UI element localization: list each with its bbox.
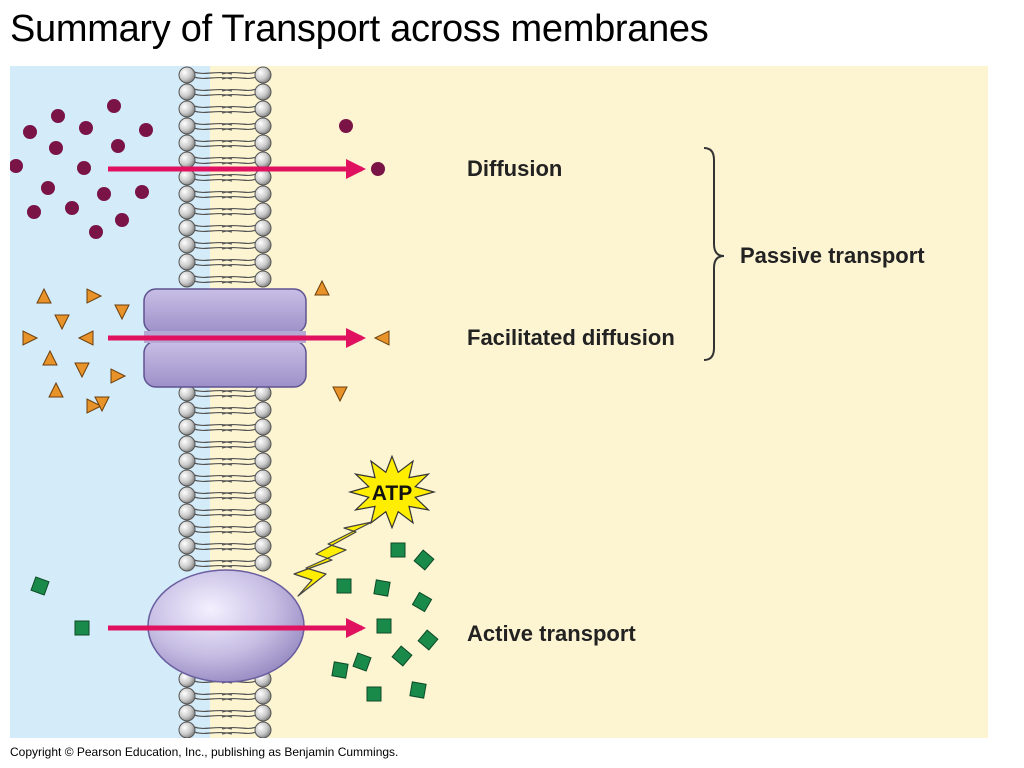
active-solutes [30, 542, 439, 702]
lipid-bilayer [178, 66, 272, 738]
solute-particle [48, 381, 64, 398]
solute-particle [115, 213, 129, 227]
solute-particle [336, 578, 352, 594]
solute-particle [411, 591, 433, 613]
solute-particle [371, 162, 385, 176]
passive-transport-label: Passive transport [740, 243, 925, 268]
solute-particle [94, 396, 110, 413]
solute-particle [65, 201, 79, 215]
solute-particle [373, 330, 390, 346]
solute-particle [114, 304, 130, 321]
solute-particle [41, 181, 55, 195]
solute-particle [391, 645, 413, 667]
solute-particle [331, 661, 349, 679]
solute-particle [332, 386, 348, 403]
solute-particle [36, 287, 52, 304]
diffusion-label: Diffusion [467, 156, 562, 181]
solute-particle [110, 368, 127, 384]
solute-particle [139, 123, 153, 137]
facilitated-solutes [22, 279, 390, 414]
solute-particle [10, 159, 23, 173]
solute-particle [51, 109, 65, 123]
solute-particle [74, 362, 90, 379]
solute-particle [77, 330, 94, 346]
solute-particle [54, 314, 70, 331]
solute-particle [107, 99, 121, 113]
diffusion-solutes [10, 99, 385, 239]
solute-particle [49, 141, 63, 155]
solute-particle [79, 121, 93, 135]
atp-label: ATP [372, 482, 412, 505]
solute-particle [86, 398, 103, 414]
solute-particle [413, 549, 435, 571]
channel-protein [143, 288, 307, 388]
solute-particle [409, 681, 427, 699]
solute-particle [417, 629, 439, 651]
solute-particle [89, 225, 103, 239]
energy-lightning-icon [293, 521, 373, 597]
solute-particle [373, 579, 391, 597]
solute-particle [27, 205, 41, 219]
solute-particle [376, 618, 392, 634]
facilitated-diffusion-label: Facilitated diffusion [467, 325, 675, 350]
atp-burst-icon: ATP [347, 454, 437, 530]
solute-particle [339, 119, 353, 133]
membrane-transport-diagram: ATP Diffusion Facilitated diffusion Acti… [10, 66, 988, 738]
solute-particle [30, 576, 50, 596]
solute-particle [77, 161, 91, 175]
copyright-notice: Copyright © Pearson Education, Inc., pub… [10, 745, 399, 759]
slide-title: Summary of Transport across membranes [10, 8, 709, 50]
active-transport-label: Active transport [467, 621, 636, 646]
solute-particle [366, 686, 382, 702]
solute-particle [111, 139, 125, 153]
solute-particle [22, 330, 39, 346]
passive-transport-bracket [703, 147, 725, 361]
solute-particle [314, 279, 330, 296]
solute-particle [42, 349, 58, 366]
solute-particle [352, 652, 372, 672]
solute-particle [86, 288, 103, 304]
solute-particle [390, 542, 406, 558]
solute-particle [74, 620, 90, 636]
solute-particle [23, 125, 37, 139]
solute-particle [135, 185, 149, 199]
solute-particle [97, 187, 111, 201]
